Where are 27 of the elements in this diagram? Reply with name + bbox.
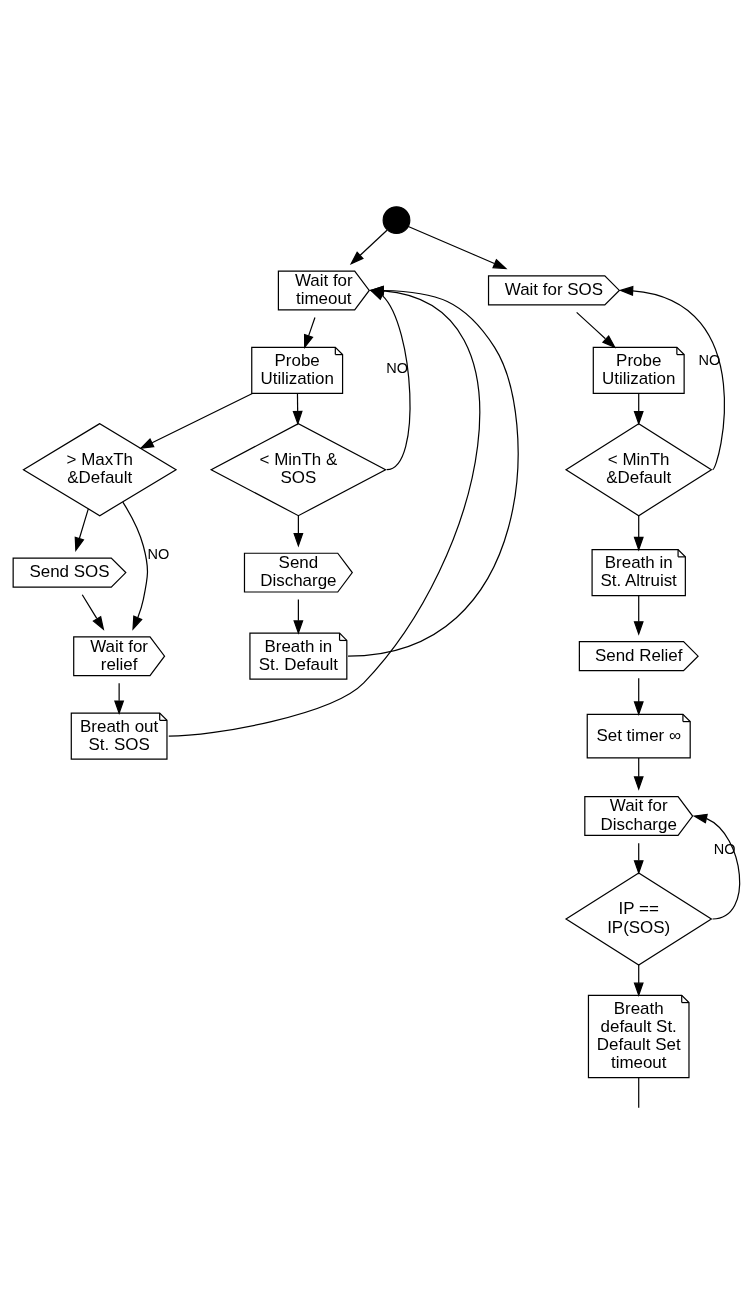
arrow bbox=[576, 311, 617, 349]
arrow bbox=[407, 225, 508, 270]
node-diamond: > MaxTh &Default bbox=[22, 422, 178, 517]
arrow bbox=[139, 392, 253, 449]
arrow bbox=[618, 285, 726, 471]
arrow bbox=[633, 757, 644, 791]
connector bbox=[638, 1077, 640, 1109]
arrow bbox=[347, 285, 519, 657]
arrow bbox=[633, 964, 644, 998]
node-circle bbox=[382, 206, 411, 235]
node-diamond: < MinTh &Default bbox=[564, 422, 713, 517]
arrow bbox=[633, 515, 644, 552]
arrow bbox=[74, 508, 89, 552]
arrow bbox=[293, 598, 304, 635]
arrow bbox=[122, 501, 149, 631]
node-diamond: < MinTh & SOS bbox=[209, 422, 387, 517]
arrow bbox=[114, 682, 125, 715]
node-diamond: IP == IP(SOS) bbox=[564, 872, 713, 966]
arrow bbox=[633, 595, 644, 636]
arrow bbox=[81, 594, 105, 631]
edge-label: NO bbox=[386, 360, 409, 377]
edge-label: NO bbox=[147, 545, 170, 562]
arrow bbox=[168, 285, 481, 737]
arrow bbox=[633, 677, 644, 716]
arrow bbox=[303, 316, 316, 350]
arrow bbox=[692, 813, 741, 920]
arrow bbox=[349, 229, 388, 265]
